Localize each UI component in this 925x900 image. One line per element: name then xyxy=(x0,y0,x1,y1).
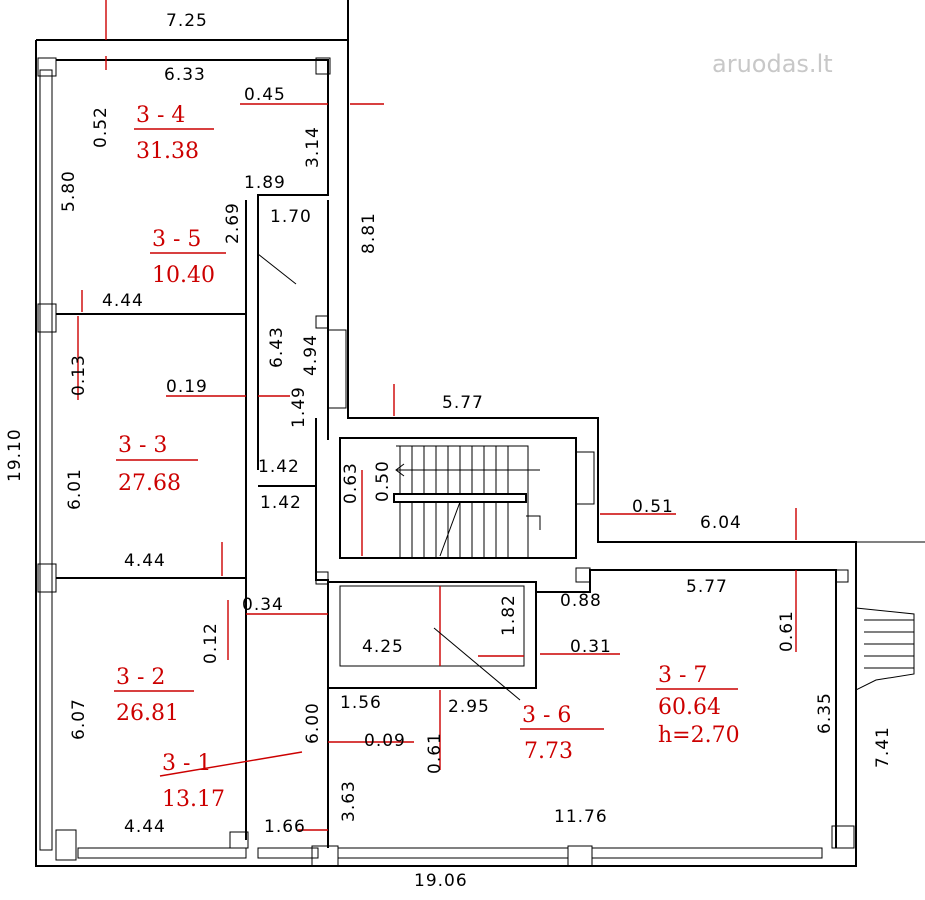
room-id: 3 - 6 xyxy=(522,703,571,728)
aruodas-watermark: aruodas.lt xyxy=(712,50,833,78)
dimension-label: 1.82 xyxy=(499,594,519,636)
dimension-label: 6.43 xyxy=(267,326,287,368)
dimension-label: 6.07 xyxy=(69,698,89,740)
dimension-label: 0.13 xyxy=(69,354,89,396)
dimension-label: 4.44 xyxy=(124,551,166,571)
watermark-text: aruodas xyxy=(712,50,809,78)
room-area: 26.81 xyxy=(116,701,179,726)
dimension-label: 0.50 xyxy=(373,460,393,502)
dimension-label: 8.81 xyxy=(359,212,379,254)
room-id: 3 - 4 xyxy=(136,103,185,128)
room-label-3-6: 3 - 6 7.73 xyxy=(520,703,604,764)
dimension-label: 1.89 xyxy=(244,173,286,193)
dimension-label: 5.77 xyxy=(442,393,484,413)
dimension-label: 4.25 xyxy=(362,637,404,657)
dimension-label: 4.94 xyxy=(301,334,321,376)
dimension-label: 0.61 xyxy=(777,610,797,652)
room-id: 3 - 1 xyxy=(162,751,211,776)
dimension-label: 4.44 xyxy=(102,291,144,311)
room-area: 13.17 xyxy=(162,787,225,812)
dimension-label: 3.14 xyxy=(303,126,323,168)
dimension-label: 6.04 xyxy=(700,513,742,533)
room-id: 3 - 5 xyxy=(152,227,201,252)
dimension-label: 0.52 xyxy=(91,106,111,148)
room-height: h=2.70 xyxy=(658,723,740,748)
dimension-label: 2.69 xyxy=(223,202,243,244)
room-id: 3 - 2 xyxy=(116,665,165,690)
interior-walls xyxy=(56,200,837,848)
dimension-label: 7.41 xyxy=(873,726,893,768)
dimension-label: 6.01 xyxy=(65,468,85,510)
dimension-label: 6.33 xyxy=(164,65,206,85)
dimension-label: 0.61 xyxy=(425,732,445,774)
dimension-label: 1.70 xyxy=(270,207,312,227)
dimension-label: 0.09 xyxy=(364,731,406,751)
room-label-3-7: 3 - 7 60.64 h=2.70 xyxy=(656,663,740,748)
dimension-label: 0.12 xyxy=(201,622,221,664)
dimension-label: 5.80 xyxy=(59,170,79,212)
dimension-label: 0.63 xyxy=(341,462,361,504)
dimension-label: 1.56 xyxy=(340,693,382,713)
dimension-label: 4.44 xyxy=(124,817,166,837)
room-area: 27.68 xyxy=(118,471,181,496)
dimension-label: 0.88 xyxy=(560,591,602,611)
dimension-label: 19.10 xyxy=(5,428,25,482)
dimension-label: 1.42 xyxy=(258,457,300,477)
dimension-label: 0.19 xyxy=(166,377,208,397)
dimension-label: 5.77 xyxy=(686,577,728,597)
room-label-3-3: 3 - 3 27.68 xyxy=(116,433,198,496)
room-area: 60.64 xyxy=(658,695,721,720)
room-label-3-2: 3 - 2 26.81 xyxy=(114,665,194,726)
dimension-label: 3.63 xyxy=(339,780,359,822)
dimension-label: 0.45 xyxy=(244,85,286,105)
room-id: 3 - 7 xyxy=(658,663,707,688)
outer-walls xyxy=(35,0,925,867)
dimension-label: 11.76 xyxy=(554,807,608,827)
dimension-label: 7.25 xyxy=(166,11,208,31)
room-label-3-1: 3 - 1 13.17 xyxy=(162,751,225,812)
room-label-3-5: 3 - 5 10.40 xyxy=(150,227,226,288)
dimension-label: 1.42 xyxy=(260,493,302,513)
staircase xyxy=(393,445,915,691)
dimension-lines xyxy=(77,0,797,831)
dimension-label: 1.66 xyxy=(264,817,306,837)
room-label-3-4: 3 - 4 31.38 xyxy=(134,103,214,164)
dimension-label: 2.95 xyxy=(448,697,490,717)
dimension-label: 1.49 xyxy=(289,386,309,428)
room-area: 31.38 xyxy=(136,139,199,164)
room-area: 7.73 xyxy=(524,739,573,764)
dimension-label: 6.00 xyxy=(303,702,323,744)
room-id: 3 - 3 xyxy=(118,433,167,458)
room-area: 10.40 xyxy=(152,263,215,288)
dimension-labels: 7.25 6.33 0.45 0.52 3.14 5.80 1.89 2.69 … xyxy=(5,11,893,891)
dimension-label: 0.34 xyxy=(242,595,284,615)
dimension-label: 0.31 xyxy=(570,637,612,657)
dimension-label: 6.35 xyxy=(815,692,835,734)
watermark-suffix: lt xyxy=(816,50,833,78)
dimension-label: 19.06 xyxy=(414,871,468,891)
dimension-label: 0.51 xyxy=(632,497,674,517)
